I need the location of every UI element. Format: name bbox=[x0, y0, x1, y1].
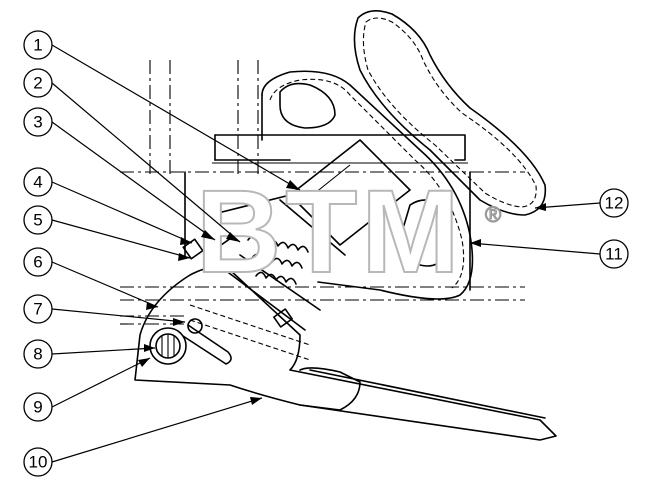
callout-9: 9 bbox=[23, 392, 53, 422]
watermark-registered-mark: ® bbox=[485, 202, 501, 227]
centerlines bbox=[120, 60, 525, 325]
callout-5-label: 5 bbox=[33, 211, 42, 230]
callout-11: 11 bbox=[599, 239, 629, 269]
callout-4: 4 bbox=[23, 167, 53, 197]
callout-9-label: 9 bbox=[33, 398, 42, 417]
watermark-text: BTM bbox=[196, 166, 464, 298]
pivot-pin bbox=[149, 318, 232, 365]
watermark: BTM ® bbox=[195, 165, 502, 299]
lever-arm bbox=[134, 266, 557, 441]
callout-2: 2 bbox=[23, 68, 53, 98]
callout-1-label: 1 bbox=[33, 36, 42, 55]
callout-10-label: 10 bbox=[29, 453, 48, 472]
callout-8: 8 bbox=[23, 339, 53, 369]
leader-lines bbox=[51, 44, 601, 463]
callout-7-label: 7 bbox=[33, 300, 42, 319]
callout-4-label: 4 bbox=[33, 173, 42, 192]
callout-12: 12 bbox=[599, 188, 629, 218]
callout-1: 1 bbox=[23, 30, 53, 60]
outer-hook bbox=[353, 10, 547, 216]
callout-12-label: 12 bbox=[605, 194, 624, 213]
clamp-hook bbox=[261, 70, 474, 300]
callout-6-label: 6 bbox=[33, 253, 42, 272]
callout-11-label: 11 bbox=[605, 245, 623, 264]
callout-8-label: 8 bbox=[33, 345, 42, 364]
callout-2-label: 2 bbox=[33, 74, 42, 93]
callout-6: 6 bbox=[23, 247, 53, 277]
callout-10: 10 bbox=[23, 447, 53, 477]
callout-3-label: 3 bbox=[33, 113, 42, 132]
callout-5: 5 bbox=[23, 205, 53, 235]
callout-7: 7 bbox=[23, 294, 53, 324]
spring bbox=[182, 224, 309, 328]
callout-3: 3 bbox=[23, 107, 53, 137]
